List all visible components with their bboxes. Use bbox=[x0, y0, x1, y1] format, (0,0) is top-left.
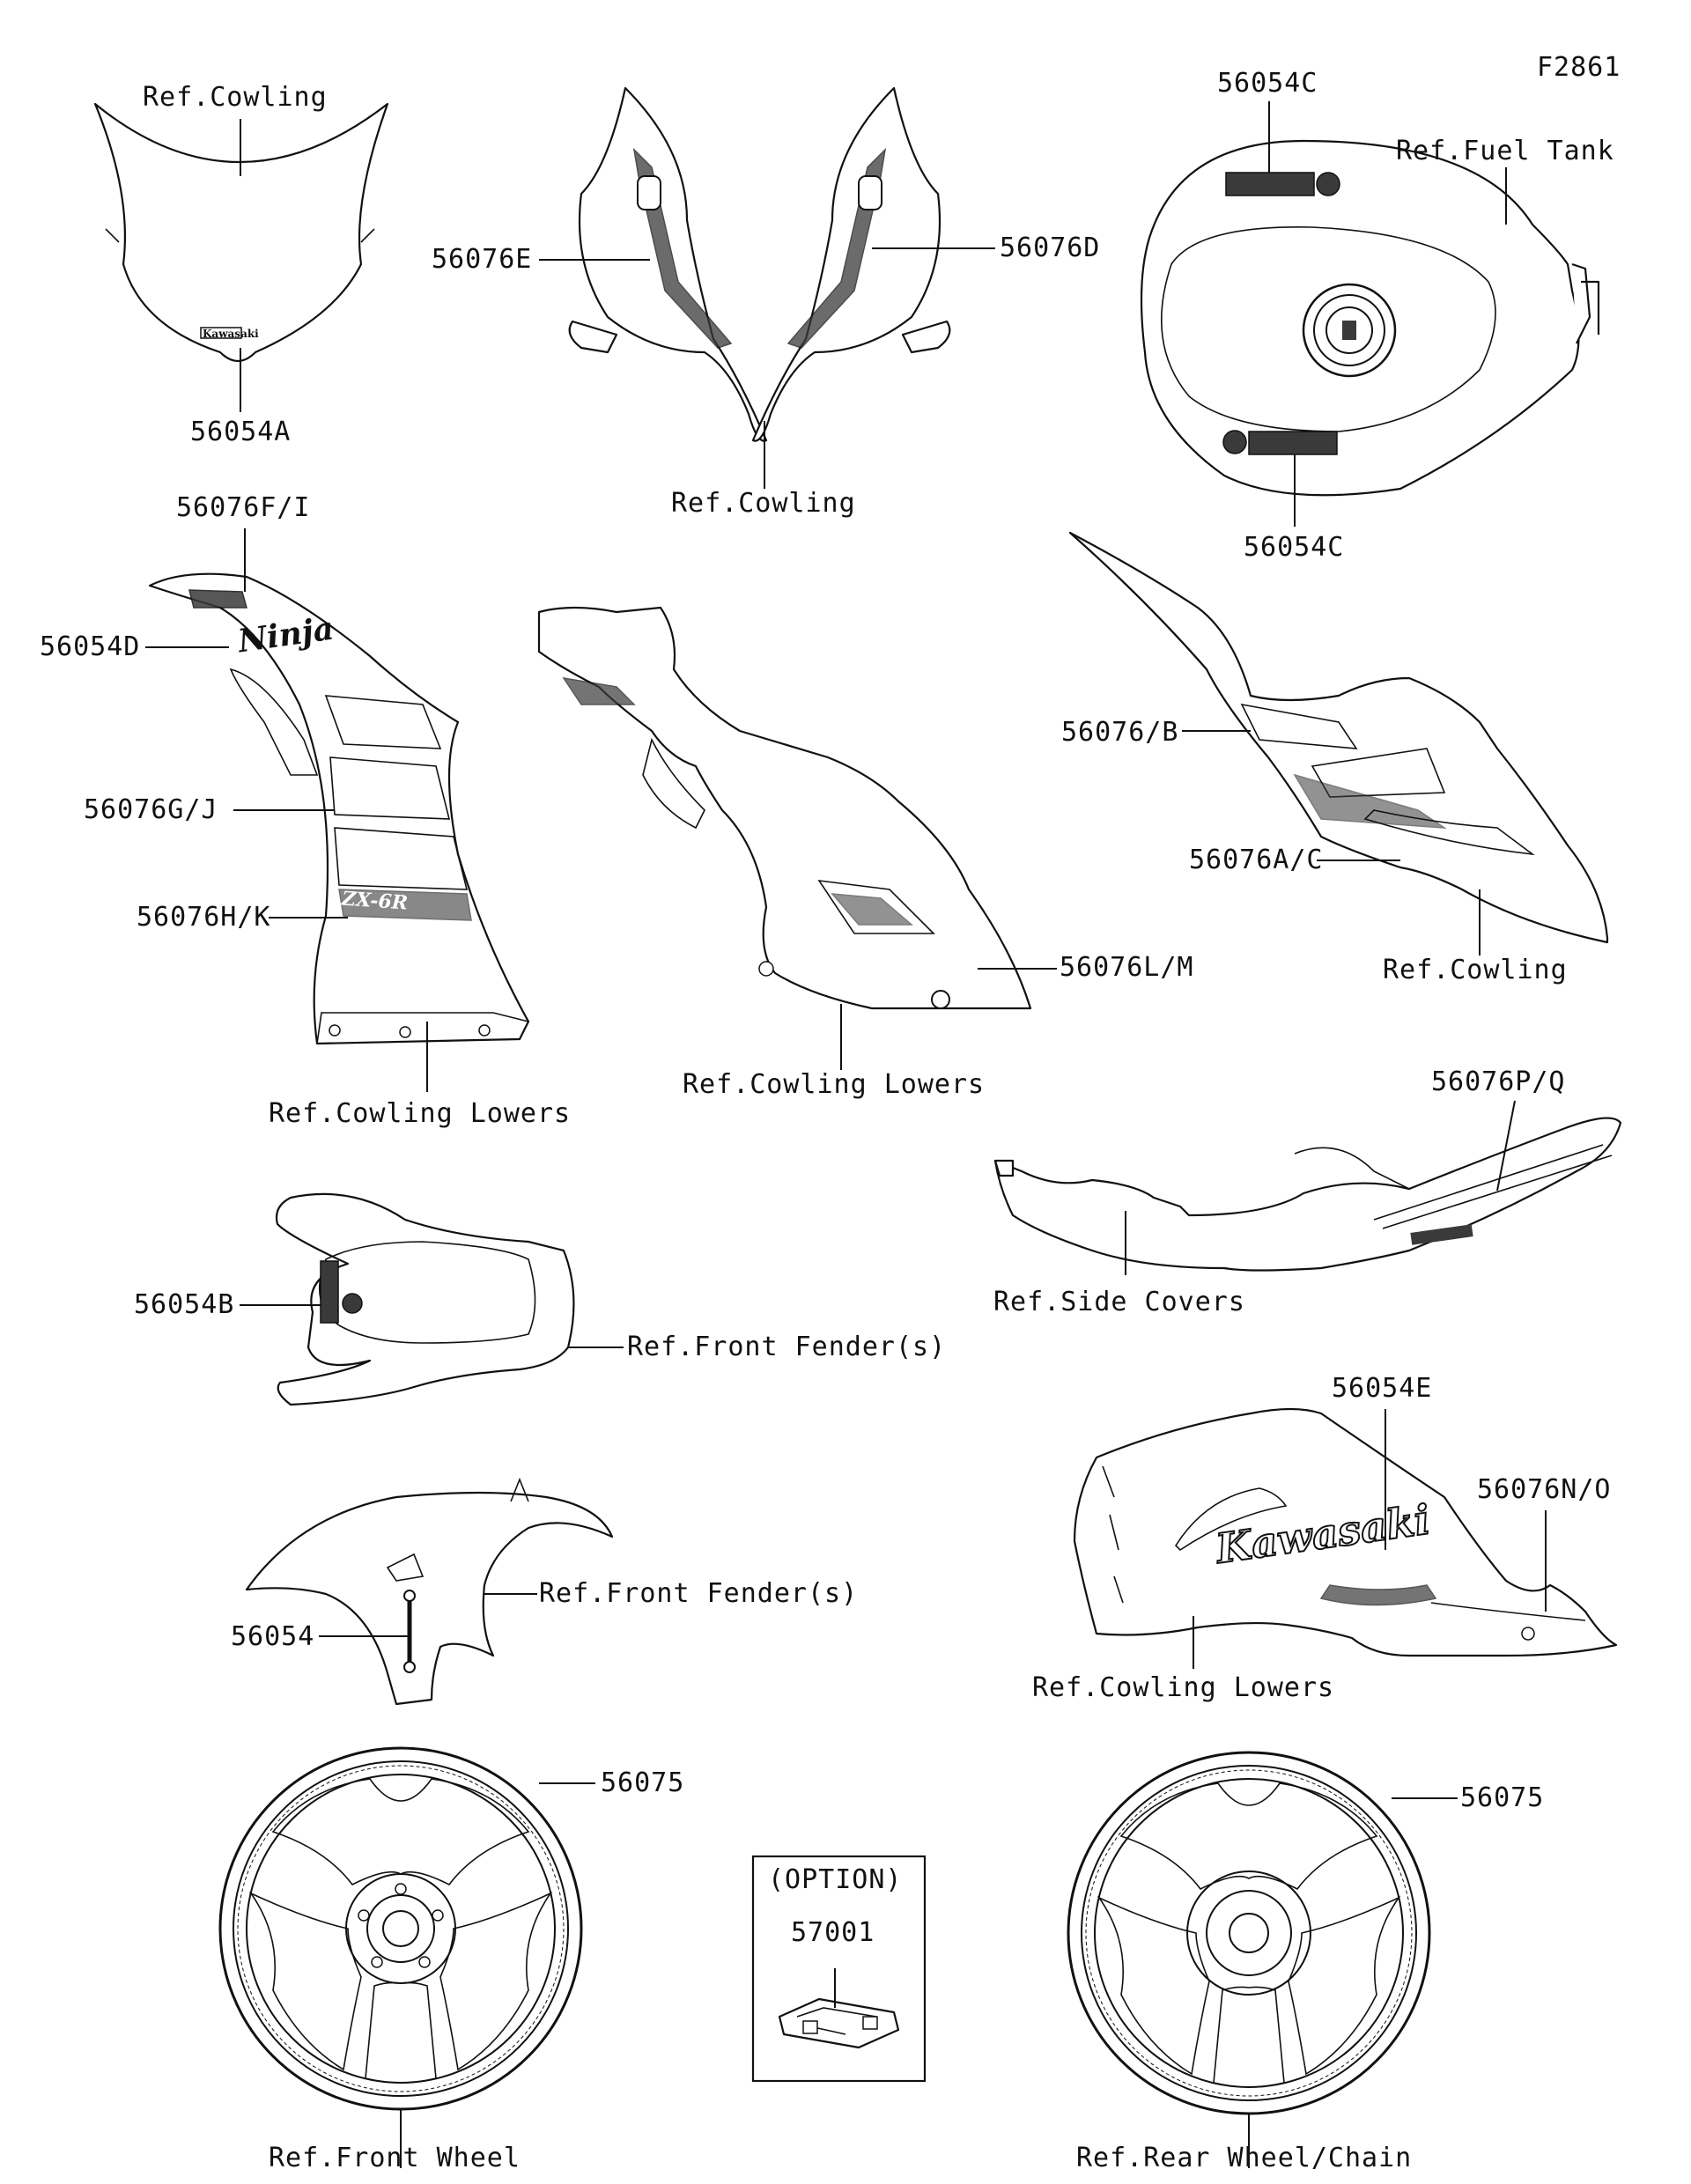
part-56076AC-label[interactable]: 56076A/C bbox=[1189, 845, 1324, 875]
part-56076GJ-label[interactable]: 56076G/J bbox=[84, 794, 218, 825]
front-fender-top bbox=[275, 1192, 575, 1406]
part-56054C-bottom-label[interactable]: 56054C bbox=[1244, 532, 1345, 563]
figure-code: F2861 bbox=[1537, 52, 1621, 83]
ref-front-fender-top-label[interactable]: Ref.Front Fender(s) bbox=[627, 1332, 947, 1362]
part-56075-rear-label[interactable]: 56075 bbox=[1460, 1782, 1545, 1813]
ref-front-fender-side-label[interactable]: Ref.Front Fender(s) bbox=[539, 1578, 859, 1609]
side-covers bbox=[993, 1117, 1622, 1272]
part-56054C-top-label[interactable]: 56054C bbox=[1217, 68, 1318, 99]
part-56076E-label[interactable]: 56076E bbox=[432, 244, 533, 275]
part-56076NO-label[interactable]: 56076N/O bbox=[1477, 1474, 1612, 1505]
kawasaki-windshield-decal: Kawasaki bbox=[203, 328, 259, 340]
ref-side-covers-label[interactable]: Ref.Side Covers bbox=[993, 1287, 1245, 1317]
leader-lines-front-wheel bbox=[400, 1782, 595, 2168]
leader-lines-fuel-tank bbox=[1268, 101, 1507, 527]
option-label: (OPTION) bbox=[768, 1864, 903, 1895]
leader-lines-seat-cowling bbox=[1182, 730, 1481, 956]
part-56054D-label[interactable]: 56054D bbox=[40, 631, 141, 662]
leader-lines-side-cowling bbox=[145, 528, 428, 1092]
inner-lower-cowling bbox=[537, 606, 1032, 1010]
lower-cowling-right bbox=[1073, 1407, 1618, 1657]
part-56075-front-label[interactable]: 56075 bbox=[601, 1767, 685, 1798]
seat-cowling bbox=[1068, 531, 1609, 944]
part-56076B-label[interactable]: 56076/B bbox=[1061, 717, 1179, 748]
ref-cowling-lowers-left-label[interactable]: Ref.Cowling Lowers bbox=[269, 1098, 572, 1129]
front-wheel bbox=[218, 1746, 583, 2111]
part-56076LM-label[interactable]: 56076L/M bbox=[1060, 952, 1194, 983]
leader-lines-lower-cowling-right bbox=[1193, 1409, 1547, 1669]
leader-lines-inner-lower-cowling bbox=[840, 968, 1057, 1070]
part-56076HK-label[interactable]: 56076H/K bbox=[137, 902, 271, 933]
part-56054-label[interactable]: 56054 bbox=[231, 1621, 315, 1652]
rear-wheel bbox=[1067, 1751, 1431, 2115]
part-56076D-label[interactable]: 56076D bbox=[1000, 232, 1101, 263]
leader-lines-front-fender-side bbox=[319, 1593, 537, 1637]
part-56076FI-label[interactable]: 56076F/I bbox=[176, 492, 311, 523]
option-box bbox=[751, 1855, 927, 2083]
ref-rear-wheel-label[interactable]: Ref.Rear Wheel/Chain bbox=[1076, 2143, 1413, 2173]
ref-cowling-lowers-right-label[interactable]: Ref.Cowling Lowers bbox=[1032, 1672, 1335, 1703]
front-fender-side bbox=[245, 1477, 614, 1706]
side-cowling-left bbox=[148, 572, 530, 1045]
ref-cowling-side-label[interactable]: Ref.Cowling bbox=[1383, 955, 1568, 985]
ref-cowling-lowers-center-label[interactable]: Ref.Cowling Lowers bbox=[683, 1069, 986, 1100]
part-57001-label[interactable]: 57001 bbox=[791, 1917, 875, 1948]
fuel-tank bbox=[1140, 139, 1600, 497]
ref-cowling-upper-label[interactable]: Ref.Cowling bbox=[671, 488, 856, 519]
ref-fuel-tank-label[interactable]: Ref.Fuel Tank bbox=[1396, 136, 1614, 166]
part-56076PQ-label[interactable]: 56076P/Q bbox=[1431, 1066, 1566, 1097]
leader-lines-side-covers bbox=[1125, 1100, 1516, 1275]
ref-cowling-windshield-label[interactable]: Ref.Cowling bbox=[143, 82, 328, 113]
leader-lines-rear-wheel bbox=[1248, 1797, 1458, 2168]
upper-cowling bbox=[568, 86, 951, 442]
part-56054A-label[interactable]: 56054A bbox=[190, 417, 292, 447]
leader-lines-front-fender-top bbox=[240, 1304, 624, 1348]
windshield bbox=[93, 102, 389, 363]
part-56054B-label[interactable]: 56054B bbox=[134, 1289, 235, 1320]
ref-front-wheel-label[interactable]: Ref.Front Wheel bbox=[269, 2143, 521, 2173]
leader-lines-upper-cowling bbox=[539, 247, 995, 489]
zx6r-decal: ZX-6R bbox=[341, 887, 409, 915]
part-56054E-label[interactable]: 56054E bbox=[1332, 1373, 1433, 1404]
